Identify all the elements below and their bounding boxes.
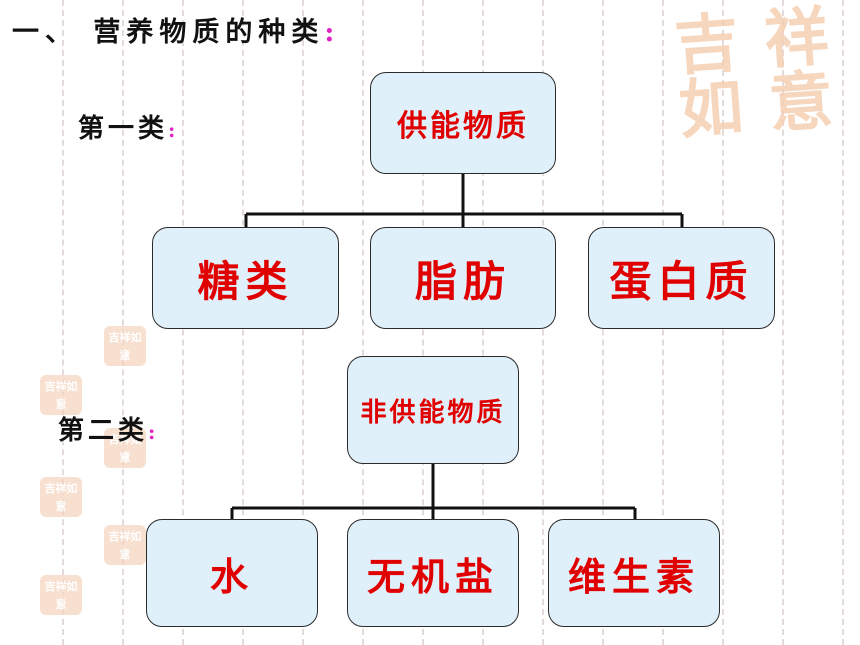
- category-label-second: 第二类:: [58, 416, 160, 446]
- page-title: 一、 营养物质的种类:: [12, 10, 340, 49]
- page-title-colon: :: [324, 17, 341, 48]
- node-minerals: 无机盐: [347, 519, 519, 627]
- node-vitamins: 维生素: [548, 519, 720, 627]
- small-seal-stamp: 吉祥如意: [40, 575, 82, 615]
- background-dash-line: [62, 0, 64, 645]
- node-water: 水: [146, 519, 318, 627]
- page-title-text: 一、 营养物质的种类: [12, 17, 325, 48]
- small-seal-stamp: 吉祥如意: [40, 375, 82, 415]
- small-seal-stamp: 吉祥如意: [104, 326, 146, 366]
- background-dash-line: [122, 0, 124, 645]
- background-dash-line: [782, 0, 784, 645]
- node-non-energy-nutrients: 非供能物质: [347, 356, 519, 464]
- node-proteins: 蛋白质: [588, 227, 775, 329]
- background-dash-line: [362, 0, 364, 645]
- node-sugars: 糖类: [152, 227, 339, 329]
- small-seal-stamp: 吉祥如意: [104, 428, 146, 468]
- node-fats: 脂肪: [370, 227, 556, 329]
- small-seal-stamp: 吉祥如意: [104, 525, 146, 565]
- node-energy-nutrients: 供能物质: [370, 72, 556, 174]
- background-dash-line: [842, 0, 844, 645]
- category-label-first: 第一类:: [78, 114, 180, 144]
- small-seal-stamp: 吉祥如意: [40, 477, 82, 517]
